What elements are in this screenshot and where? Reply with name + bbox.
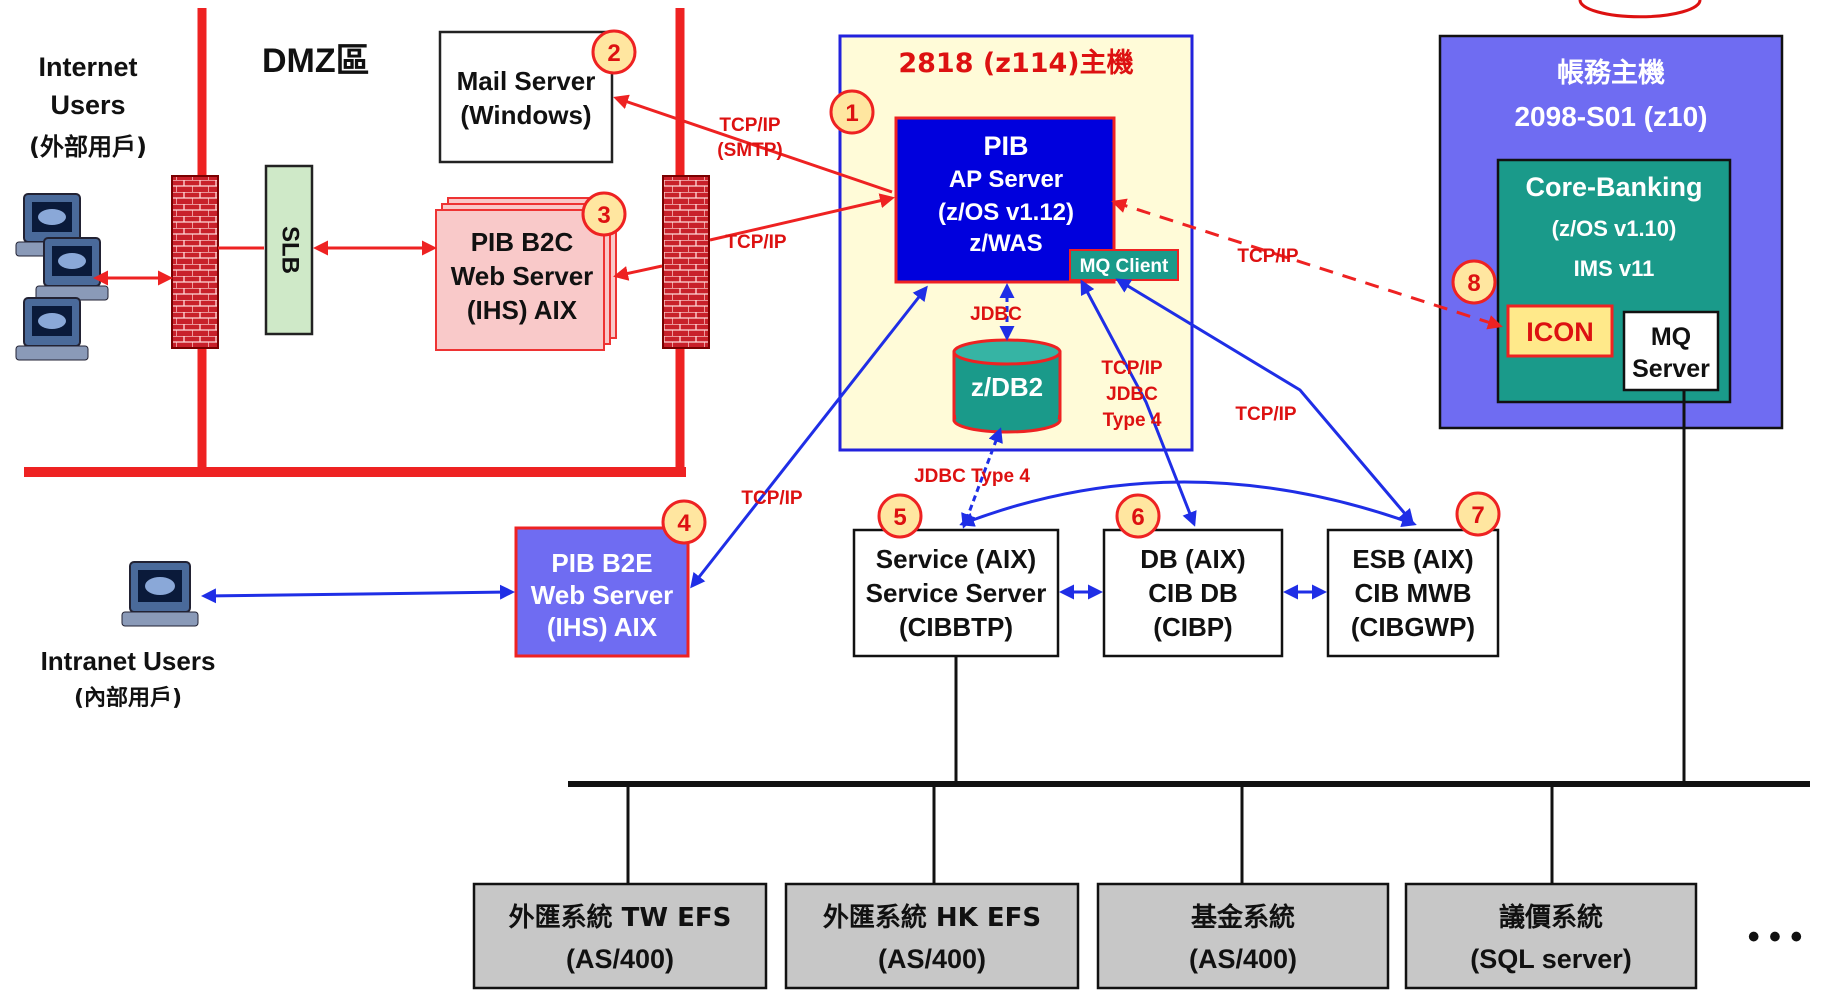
- svg-text:3: 3: [597, 202, 610, 229]
- step-badge: 3: [581, 191, 627, 237]
- protocol-label: Type 4: [1103, 410, 1162, 431]
- protocol-label: JDBC: [1106, 384, 1158, 405]
- esb-server-line2: CIB MWB: [1355, 578, 1472, 608]
- backend-system-platform: (SQL server): [1470, 944, 1632, 974]
- esb-server-box: [1326, 528, 1500, 658]
- intranet-users-label: Intranet Users: [41, 646, 216, 676]
- esb-server-line3: (CIBGWP): [1351, 612, 1475, 642]
- svg-text:6: 6: [1131, 504, 1144, 531]
- network-bus: [568, 390, 1810, 884]
- host-2818-title: 2818 (z114)主機: [898, 48, 1133, 79]
- step-badge: 7: [1455, 491, 1501, 537]
- backend-system-name: 外匯系統 HK EFS: [823, 902, 1041, 933]
- internet-users: Internet Users (外部用戶): [29, 52, 147, 161]
- svg-text:8: 8: [1467, 270, 1480, 297]
- backend-system-box: [1096, 882, 1390, 990]
- red-connectors: [93, 94, 895, 286]
- db2-label: z/DB2: [971, 372, 1043, 402]
- firewall-outer: [171, 175, 219, 349]
- more-systems-ellipsis: • • •: [1748, 918, 1803, 956]
- pib-line4: z/WAS: [969, 230, 1042, 257]
- mail-server-name: Mail Server: [457, 66, 596, 96]
- b2c-line1: PIB B2C: [471, 227, 574, 257]
- protocol-label: TCP/IP: [741, 488, 803, 509]
- svg-text:Internet: Internet: [38, 52, 137, 82]
- service-server-line2: Service Server: [866, 578, 1047, 608]
- db-server-line2: CIB DB: [1148, 578, 1238, 608]
- mail-server-os: (Windows): [460, 100, 591, 130]
- protocol-label: TCP/IP: [1237, 246, 1299, 267]
- icon-connector: [1111, 198, 1503, 330]
- protocol-label: JDBC: [970, 304, 1022, 325]
- protocol-label: TCP/IP: [719, 115, 781, 136]
- host-2098-title: 帳務主機: [1557, 58, 1665, 89]
- svg-text:2: 2: [607, 40, 620, 67]
- backend-system-name: 基金系統: [1191, 902, 1295, 933]
- pib-line3: (z/OS v1.12): [938, 199, 1074, 226]
- svg-text:5: 5: [893, 504, 906, 531]
- b2c-line2: Web Server: [451, 261, 594, 291]
- b2e-line2: Web Server: [531, 580, 674, 610]
- svg-text:4: 4: [677, 510, 691, 537]
- icon-box: [1506, 304, 1614, 358]
- backend-system-box: [472, 882, 768, 990]
- computer-icon: [15, 193, 109, 361]
- b2c-line3: (IHS) AIX: [467, 295, 578, 325]
- backend-system-box: [784, 882, 1080, 990]
- firewall-inner: [662, 175, 710, 349]
- mq-server-line1: MQ: [1651, 323, 1691, 351]
- backend-system-name: 議價系統: [1499, 902, 1603, 933]
- step-badge: 2: [591, 29, 637, 75]
- esb-server-line1: ESB (AIX): [1352, 544, 1473, 574]
- slb-label: SLB: [277, 226, 304, 274]
- b2e-line3: (IHS) AIX: [547, 612, 658, 642]
- icon-label: ICON: [1526, 317, 1594, 347]
- step-badge: 6: [1115, 493, 1161, 539]
- protocol-label: TCP/IP: [1235, 404, 1297, 425]
- svg-text:Users: Users: [50, 90, 125, 120]
- step-badge: 8: [1451, 259, 1497, 305]
- backend-system-box: [1404, 882, 1698, 990]
- svg-text:1: 1: [845, 100, 858, 127]
- decorative-arc: [1578, 0, 1702, 19]
- db-server-line3: (CIBP): [1153, 612, 1232, 642]
- step-badge: 1: [829, 89, 875, 135]
- pib-line1: PIB: [983, 131, 1028, 161]
- computer-icon: [121, 561, 199, 627]
- db-server-line1: DB (AIX): [1140, 544, 1245, 574]
- mq-server-line2: Server: [1632, 355, 1710, 383]
- core-banking-line3: IMS v11: [1574, 256, 1655, 281]
- protocol-label: JDBC Type 4: [914, 466, 1030, 487]
- mail-server-box: [438, 30, 614, 164]
- dmz-label: DMZ區: [262, 42, 370, 80]
- svg-text:7: 7: [1471, 502, 1484, 529]
- step-badge: 4: [661, 499, 707, 545]
- service-server-line1: Service (AIX): [876, 544, 1036, 574]
- slb-box: [264, 164, 314, 336]
- blue-connectors: [201, 278, 1417, 604]
- db-server-box: [1102, 528, 1284, 658]
- core-banking-line1: Core-Banking: [1525, 172, 1702, 202]
- pib-b2e-box: [514, 526, 690, 658]
- step-badge: 5: [877, 493, 923, 539]
- protocol-label: TCP/IP: [1101, 358, 1163, 379]
- protocol-label: (SMTP): [717, 140, 782, 161]
- core-banking-line2: (z/OS v1.10): [1552, 216, 1677, 241]
- backend-system-platform: (AS/400): [1189, 944, 1297, 974]
- backend-system-name: 外匯系統 TW EFS: [509, 902, 732, 933]
- service-server-line3: (CIBBTP): [899, 612, 1013, 642]
- svg-text:(外部用戶): (外部用戶): [29, 133, 147, 161]
- host-2098-subtitle: 2098-S01 (z10): [1514, 101, 1707, 132]
- mq-server-box: [1622, 310, 1720, 392]
- pib-line2: AP Server: [949, 166, 1063, 193]
- protocol-label: TCP/IP: [725, 232, 787, 253]
- b2e-line1: PIB B2E: [551, 548, 652, 578]
- backend-system-platform: (AS/400): [566, 944, 674, 974]
- mq-client-label: MQ Client: [1080, 256, 1169, 277]
- intranet-users-sublabel: (內部用戶): [74, 685, 182, 711]
- backend-system-platform: (AS/400): [878, 944, 986, 974]
